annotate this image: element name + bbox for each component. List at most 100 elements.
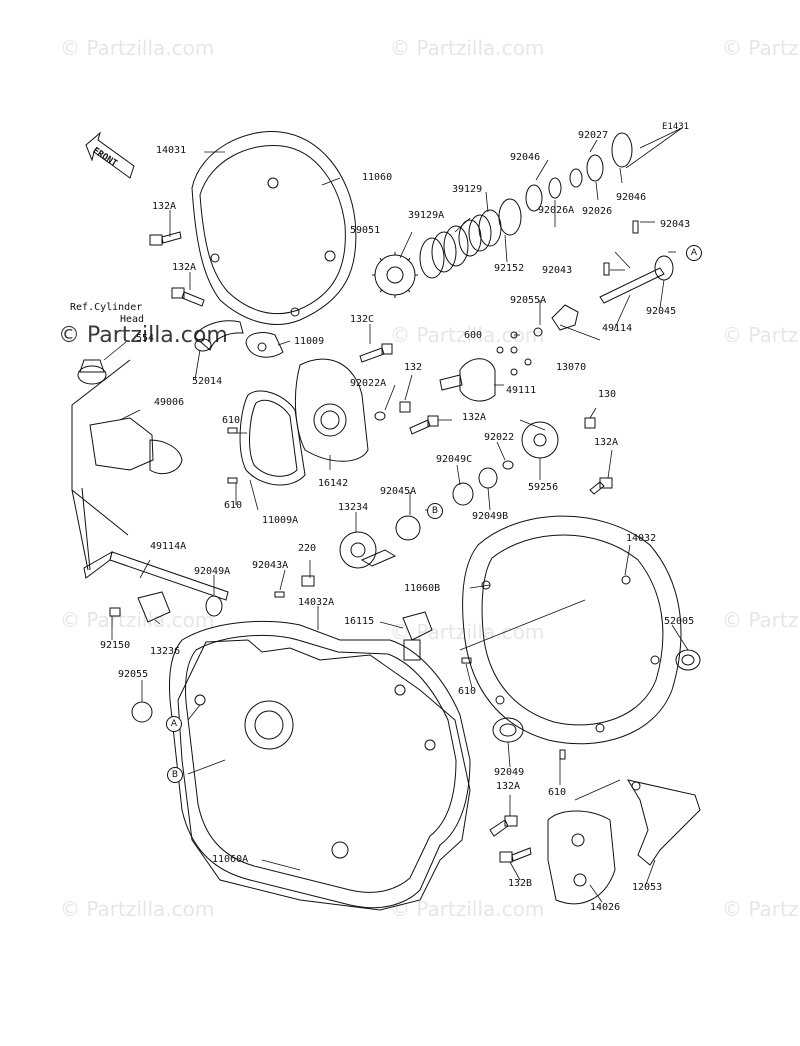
bolt-132A-lower [171,287,205,307]
watermark-text: © Partzilla.com [60,897,215,921]
part-label[interactable]: 59256 [528,482,559,493]
part-label[interactable]: 13236 [150,646,181,657]
part-label[interactable]: 92022 [484,432,515,443]
part-label[interactable]: 92045A [380,486,417,497]
bolt-132A-lower-right [489,815,518,837]
gasket-large-outline [177,639,471,911]
part-label[interactable]: 92049C [436,454,473,465]
watermark-text: © Partzilla.com [722,36,800,60]
part-label[interactable]: 132A [462,412,487,423]
washer-92022 [502,460,514,470]
part-label[interactable]: 49114 [602,323,633,334]
bolt-132C [359,343,393,363]
part-label[interactable]: 14026 [590,902,621,913]
part-label[interactable]: 600 [464,330,483,341]
part-label[interactable]: 11060 [362,172,393,183]
part-label[interactable]: 92046 [616,192,647,203]
part-label[interactable]: 92043 [660,219,691,230]
watermark-text: © Partzilla.com [722,323,800,347]
bracket-12053 [626,779,701,866]
part-label[interactable]: 16142 [318,478,349,489]
part-label[interactable]: 220 [298,543,317,554]
ring-92055A [533,327,543,337]
bracket-lines [71,359,131,571]
part-label[interactable]: 610 [224,500,243,511]
part-label[interactable]: 11009 [294,336,325,347]
part-label[interactable]: 92027 [578,130,609,141]
watermark-text: © Partzilla.com [58,323,228,348]
part-label[interactable]: 92150 [100,640,131,651]
part-label[interactable]: 610 [222,415,241,426]
bolt-132A-mid [409,415,439,435]
part-label[interactable]: 92055A [510,295,547,306]
part-label[interactable]: 13070 [556,362,587,373]
seal-52005 [675,649,701,671]
part-label[interactable]: 12053 [632,882,663,893]
part-label[interactable]: 14032 [626,533,657,544]
part-label[interactable]: 13234 [338,502,369,513]
part-label[interactable]: 92043A [252,560,289,571]
part-label[interactable]: 39129 [452,184,483,195]
part-label[interactable]: 52005 [664,616,695,627]
part-label[interactable]: 92049 [494,767,525,778]
part-label[interactable]: 130 [598,389,617,400]
part-label[interactable]: 59051 [350,225,381,236]
part-label[interactable]: 14032A [298,597,335,608]
bolt-130 [584,417,596,429]
washer-92027 [569,168,583,188]
cover-14026 [547,810,616,905]
part-label[interactable]: 16115 [344,616,375,627]
part-label[interactable]: 11060B [404,583,441,594]
seal-92045 [654,255,674,281]
seal-92049B [478,467,498,489]
plug-16115 [402,611,433,661]
part-label[interactable]: 92045 [646,306,677,317]
watermark-text: © Partzilla.com [60,36,215,60]
ref-cylinder-head-line2: Head [120,314,145,325]
part-label[interactable]: 52014 [192,376,223,387]
part-label[interactable]: 132B [508,878,533,889]
part-label[interactable]: 610 [548,787,567,798]
pin-92043 [603,262,610,276]
part-label[interactable]: 132A [496,781,521,792]
part-label[interactable]: 132A [594,437,619,448]
ref-marker-A: A [686,245,702,261]
washer-92022A [374,411,386,421]
ref-marker-B: B [427,503,443,519]
seal-92049A [205,595,223,617]
part-label[interactable]: 92026 [582,206,613,217]
clutch-cover-14032 [462,515,682,745]
part-label[interactable]: 49006 [154,397,185,408]
part-label[interactable]: 49111 [506,385,537,396]
bolt-220 [301,575,315,587]
part-label[interactable]: 92049B [472,511,509,522]
part-label[interactable]: 92026A [538,205,575,216]
part-label[interactable]: 11009A [262,515,299,526]
part-label[interactable]: 92055 [118,669,149,680]
part-label[interactable]: 11060A [212,854,249,865]
diagram-code: E1431 [662,122,690,132]
part-label[interactable]: 132C [350,314,375,325]
watermark-text: © Partzilla.com [390,36,545,60]
part-label[interactable]: 554 [136,333,155,344]
part-label[interactable]: 92022A [350,378,387,389]
seal-92152 [498,198,522,236]
part-label[interactable]: 39129A [408,210,445,221]
gasket-11009A [239,390,306,486]
part-label[interactable]: 14031 [156,145,187,156]
part-label[interactable]: 49114A [150,541,187,552]
bolt-132A-right [589,477,613,495]
part-label[interactable]: 132A [152,201,177,212]
watermark-text: © Partzilla.com [60,608,215,632]
washer-92026 [586,154,604,182]
part-label[interactable]: 132 [404,362,423,373]
part-label[interactable]: 92046 [510,152,541,163]
part-label[interactable]: 610 [458,686,477,697]
part-label[interactable]: 132A [172,262,197,273]
part-label[interactable]: 92043 [542,265,573,276]
bracket-13236 [137,591,171,623]
part-label[interactable]: 92152 [494,263,525,274]
part-label[interactable]: 92049A [194,566,231,577]
pin-610 [227,427,238,434]
